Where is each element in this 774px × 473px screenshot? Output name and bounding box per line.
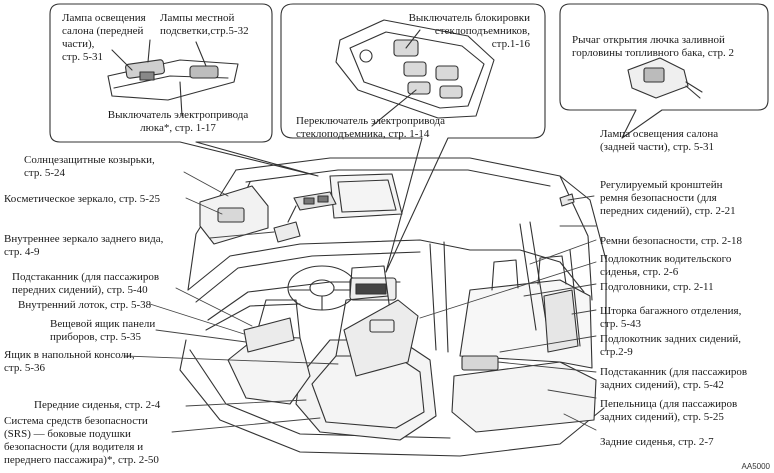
label-srs-side-airbags: Система средств безопасности (SRS) — бок… <box>4 415 159 466</box>
label-sunroof-switch: Выключатель электропривода люка*, стр. 1… <box>107 109 249 134</box>
sun-visor <box>199 185 269 245</box>
label-sun-visors: Солнцезащитные козырьки, стр. 5-24 <box>24 154 155 179</box>
label-vanity-mirror: Косметическое зеркало, стр. 5-25 <box>4 193 160 205</box>
label-headrests: Подголовники, стр. 2-11 <box>600 281 714 293</box>
callout-bubble-door-switches <box>280 3 546 273</box>
label-inner-tray: Внутренний лоток, стр. 5-38 <box>18 299 152 311</box>
car-body <box>179 157 607 457</box>
label-power-window-switch: Переключатель электропривода стеклоподъе… <box>296 115 446 140</box>
label-rear-cup-holder: Подстаканник (для пассажиров задних сиде… <box>600 366 748 391</box>
glove-box <box>243 317 295 353</box>
center-console <box>343 299 419 377</box>
label-seat-belts: Ремни безопасности, стр. 2-18 <box>600 235 742 247</box>
label-front-seats: Передние сиденья, стр. 2-4 <box>34 399 161 411</box>
cargo-cover <box>543 289 579 353</box>
callout-bubble-overhead <box>49 3 319 177</box>
label-window-lock-switch: Выключатель блокировки стеклоподъемников… <box>408 12 530 50</box>
figure-code: AA5000 <box>741 462 770 471</box>
label-fuel-lid-lever: Рычаг открытия лючка заливной горловины … <box>572 34 735 59</box>
callout-bubble-fuel-lever <box>559 3 769 139</box>
label-belt-anchor: Регулируемый кронштейн ремня безопасност… <box>600 179 736 217</box>
front-passenger-seat <box>227 299 311 405</box>
label-cargo-cover: Шторка багажного отделения, стр. 5-43 <box>600 305 742 330</box>
rear-roof-lamp <box>559 193 575 207</box>
label-rear-view-mirror: Внутреннее зеркало заднего вида, стр. 4-… <box>4 233 164 258</box>
label-rear-armrest: Подлокотник задних сидений, стр.2-9 <box>600 333 742 358</box>
label-front-cup-holder: Подстаканник (для пассажиров передних си… <box>12 271 160 296</box>
fuel-lid-lever <box>627 57 703 99</box>
label-glove-box: Вещевой ящик панели приборов, стр. 5-35 <box>50 318 156 343</box>
leader-lines <box>123 171 597 433</box>
door-switch-panel <box>335 19 495 127</box>
label-driver-armrest: Подлокотник водительского сиденья, стр. … <box>600 253 732 278</box>
roof-map-lamp <box>293 191 337 211</box>
label-front-interior-lamp: Лампа освещения салона (передней части),… <box>62 12 146 63</box>
rear-view-mirror <box>273 205 301 243</box>
label-rear-ashtray: Пепельница (для пассажиров задних сидени… <box>600 398 738 423</box>
label-map-lamps: Лампы местной подсветки,стр.5-32 <box>160 12 249 37</box>
label-console-box: Ящик в напольной консоли, стр. 5-36 <box>4 349 135 374</box>
label-rear-interior-lamp: Лампа освещения салона (задней части), с… <box>600 128 719 153</box>
label-rear-seats: Задние сиденья, стр. 2-7 <box>600 436 714 448</box>
overhead-lamp-unit <box>107 39 239 117</box>
